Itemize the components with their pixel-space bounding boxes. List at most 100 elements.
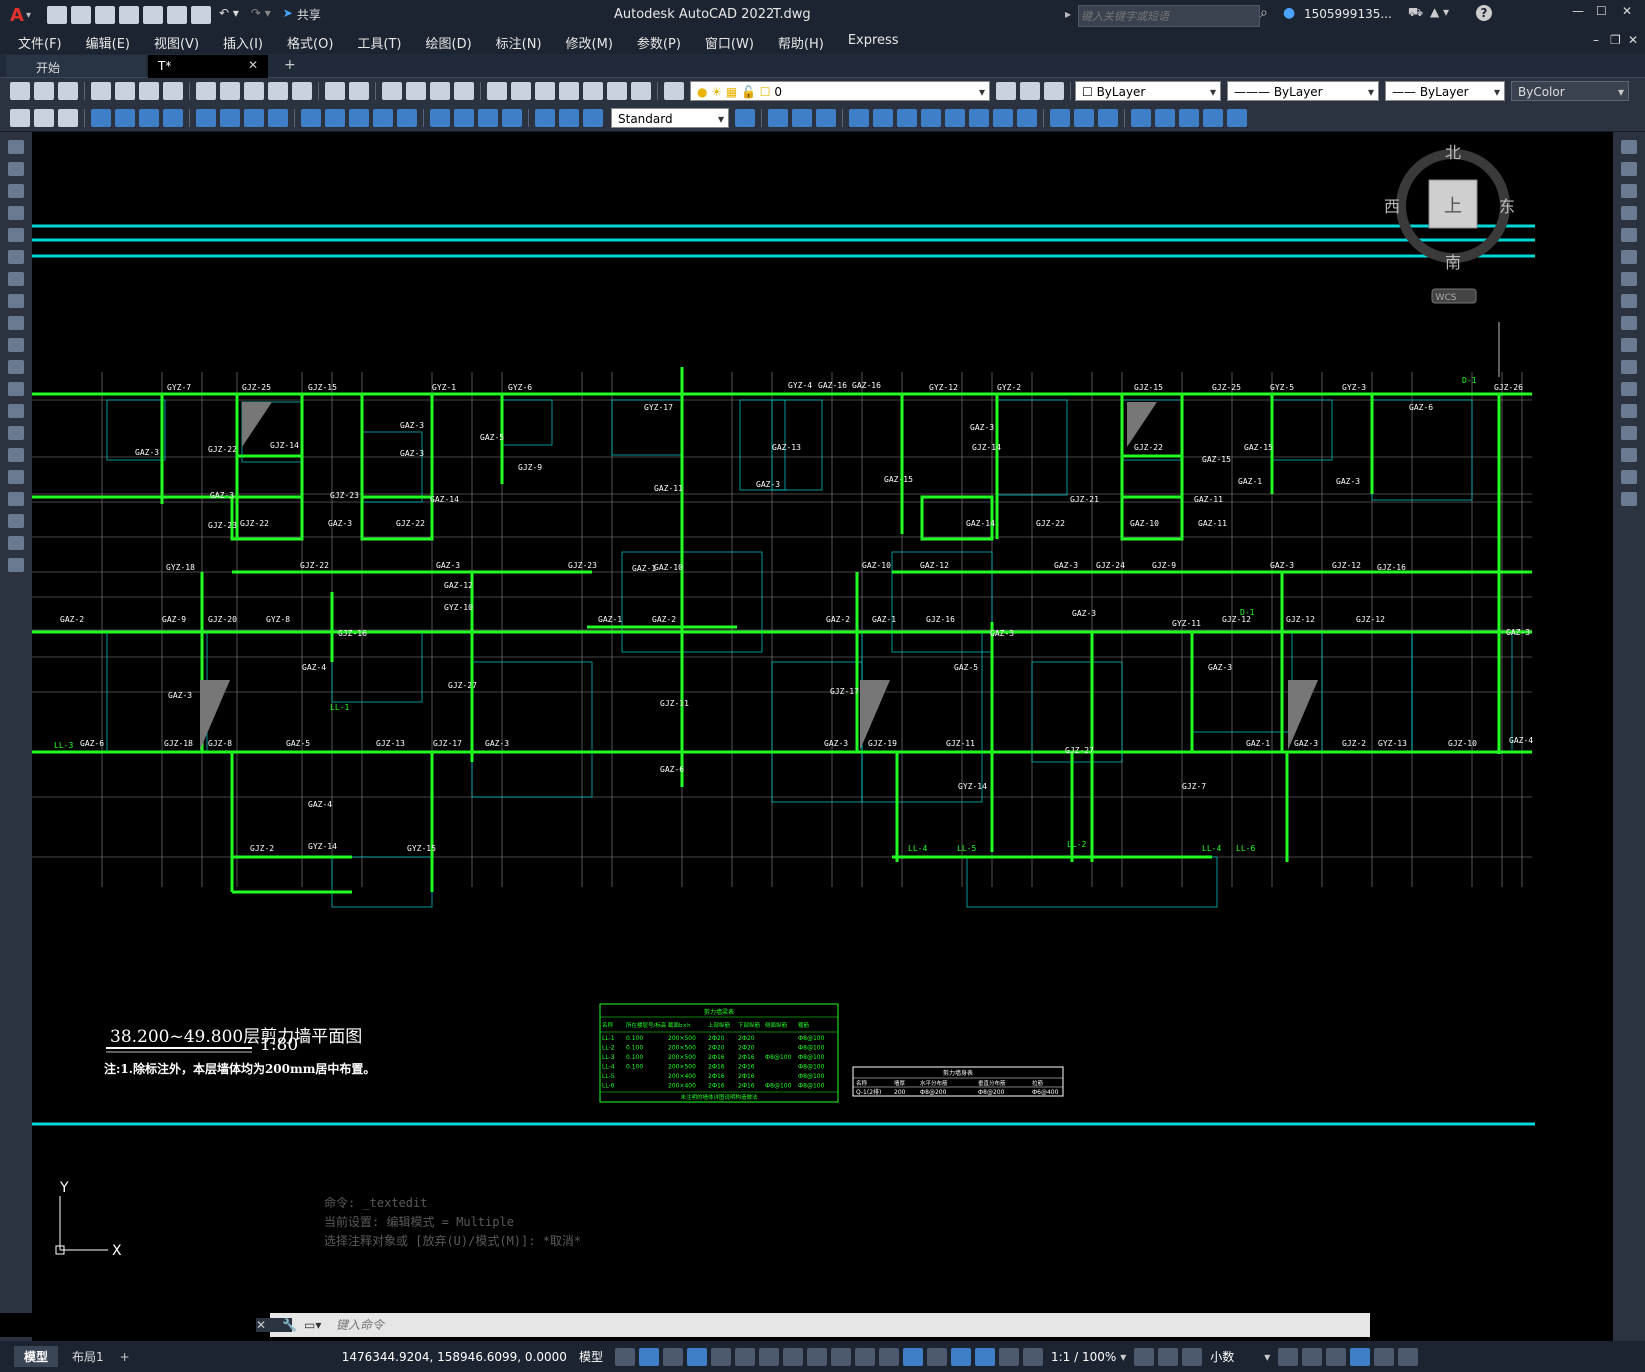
plot-preview-icon[interactable] <box>115 82 135 100</box>
menu-item[interactable]: 修改(M) <box>565 36 613 52</box>
grid-icon[interactable] <box>614 1347 635 1366</box>
tab-drawing[interactable]: T* ✕ <box>148 55 268 78</box>
annotation-scale[interactable]: 1:1 / 100% <box>1050 1349 1117 1364</box>
gradient-icon[interactable] <box>8 470 24 484</box>
menu-item[interactable]: 帮助(H) <box>777 36 824 52</box>
isolate-objects-icon[interactable] <box>1326 1347 1347 1366</box>
dim-space-icon[interactable] <box>373 108 393 127</box>
tool-palettes-icon[interactable] <box>535 82 555 100</box>
ellipse-arc-icon[interactable] <box>8 360 24 374</box>
modify-icon[interactable] <box>897 108 917 127</box>
save-icon[interactable] <box>94 6 115 24</box>
tool-icon[interactable] <box>34 108 54 127</box>
menu-item[interactable]: Express <box>847 32 899 48</box>
pan-icon[interactable] <box>382 82 402 100</box>
selection-filter-icon[interactable] <box>926 1347 947 1366</box>
layout-tab-layout1[interactable]: 布局1 <box>62 1346 114 1367</box>
new-tab-icon[interactable]: + <box>284 57 296 73</box>
menu-item[interactable]: 文件(F) <box>18 36 62 52</box>
open-icon[interactable] <box>34 82 54 100</box>
design-center-icon[interactable] <box>511 82 531 100</box>
ordinate-dim-icon[interactable] <box>163 108 183 127</box>
annotation-visibility-icon[interactable] <box>974 1347 995 1366</box>
dim-break-icon[interactable] <box>397 108 417 127</box>
modify-icon[interactable] <box>1203 108 1223 127</box>
cmd-close-icon[interactable]: ✕ <box>256 1318 292 1332</box>
ortho-icon[interactable] <box>686 1347 707 1366</box>
publish-icon[interactable] <box>139 82 159 100</box>
scale-icon[interactable] <box>1621 294 1637 308</box>
expand-arrow-icon[interactable]: ▸ <box>1065 7 1072 21</box>
zoom-window-icon[interactable] <box>430 82 450 100</box>
save-as-icon[interactable] <box>118 6 139 24</box>
blend-icon[interactable] <box>1621 470 1637 484</box>
close-icon[interactable]: ✕ <box>1622 4 1633 18</box>
offset-icon[interactable] <box>1621 206 1637 220</box>
add-selected-icon[interactable] <box>8 558 24 572</box>
modify-icon[interactable] <box>1155 108 1175 127</box>
viewcube[interactable]: 上 北 南 西 东 WCS <box>1384 143 1515 304</box>
chevron-down-icon[interactable]: ▾ <box>1264 1349 1271 1364</box>
rotate-icon[interactable] <box>1621 272 1637 286</box>
jogged-linear-icon[interactable] <box>502 108 522 127</box>
user-name[interactable]: 1505999135... <box>1304 7 1392 21</box>
calculator-icon[interactable] <box>607 82 627 100</box>
paste-icon[interactable] <box>244 82 264 100</box>
spline-icon[interactable] <box>8 316 24 330</box>
chevron-down-icon[interactable]: ▾ <box>25 9 31 21</box>
array-icon[interactable] <box>1621 228 1637 242</box>
polar-icon[interactable] <box>710 1347 731 1366</box>
stretch-icon[interactable] <box>1621 316 1637 330</box>
dim-style-icon[interactable] <box>735 108 755 127</box>
break-icon[interactable] <box>1621 382 1637 396</box>
menu-item[interactable]: 标注(N) <box>495 36 542 52</box>
circle-icon[interactable] <box>8 272 24 286</box>
jogged-dim-icon[interactable] <box>220 108 240 127</box>
sheet-set-icon[interactable] <box>559 82 579 100</box>
join-icon[interactable] <box>1621 404 1637 418</box>
units-value[interactable]: 小数 <box>1210 1350 1235 1364</box>
copy-object-icon[interactable] <box>1621 162 1637 176</box>
markup-icon[interactable] <box>583 82 603 100</box>
chevron-down-icon[interactable]: ▾ <box>1120 1349 1127 1364</box>
arc-icon[interactable] <box>8 250 24 264</box>
plot-icon[interactable] <box>190 6 211 24</box>
save-web-icon[interactable] <box>166 6 187 24</box>
modify-icon[interactable] <box>1227 108 1247 127</box>
menu-item[interactable]: 参数(P) <box>636 36 681 52</box>
3d-print-icon[interactable] <box>163 82 183 100</box>
redo-icon[interactable] <box>349 82 369 100</box>
doc-minimize-icon[interactable]: – <box>1593 33 1599 47</box>
modify-icon[interactable] <box>1050 108 1070 127</box>
linear-dim-icon[interactable] <box>91 108 111 127</box>
3d-osnap-icon[interactable] <box>878 1347 899 1366</box>
make-block-icon[interactable] <box>8 404 24 418</box>
otrack-icon[interactable] <box>758 1347 779 1366</box>
modify-icon[interactable] <box>816 108 836 127</box>
diameter-dim-icon[interactable] <box>244 108 264 127</box>
cart-icon[interactable]: ⛟ <box>1408 5 1424 19</box>
plotstyle-dropdown[interactable]: ByColor <box>1511 81 1629 102</box>
layer-dropdown[interactable]: ● ☀ ▦ 🔓 ☐ 0 <box>690 81 990 102</box>
doc-restore-icon[interactable]: ❐ <box>1610 33 1621 47</box>
arc-length-icon[interactable] <box>139 108 159 127</box>
tab-start[interactable]: 开始 <box>6 55 146 77</box>
hatch-icon[interactable] <box>8 448 24 462</box>
cut-icon[interactable] <box>196 82 216 100</box>
compass-west[interactable]: 西 <box>1384 197 1400 216</box>
open-icon[interactable] <box>70 6 91 24</box>
compass-north[interactable]: 北 <box>1445 143 1461 162</box>
modify-icon[interactable] <box>1074 108 1094 127</box>
aligned-dim-icon[interactable] <box>115 108 135 127</box>
dim-update-icon[interactable] <box>583 108 603 127</box>
quick-dim-icon[interactable] <box>301 108 321 127</box>
table-icon[interactable] <box>8 514 24 528</box>
units-icon[interactable] <box>1182 1347 1203 1366</box>
auto-scale-icon[interactable] <box>998 1347 1019 1366</box>
compass-east[interactable]: 东 <box>1499 197 1515 216</box>
properties-icon[interactable] <box>487 82 507 100</box>
osnap-icon[interactable] <box>782 1347 803 1366</box>
tool-icon[interactable] <box>58 108 78 127</box>
isodraft-icon[interactable] <box>734 1347 755 1366</box>
angular-dim-icon[interactable] <box>268 108 288 127</box>
